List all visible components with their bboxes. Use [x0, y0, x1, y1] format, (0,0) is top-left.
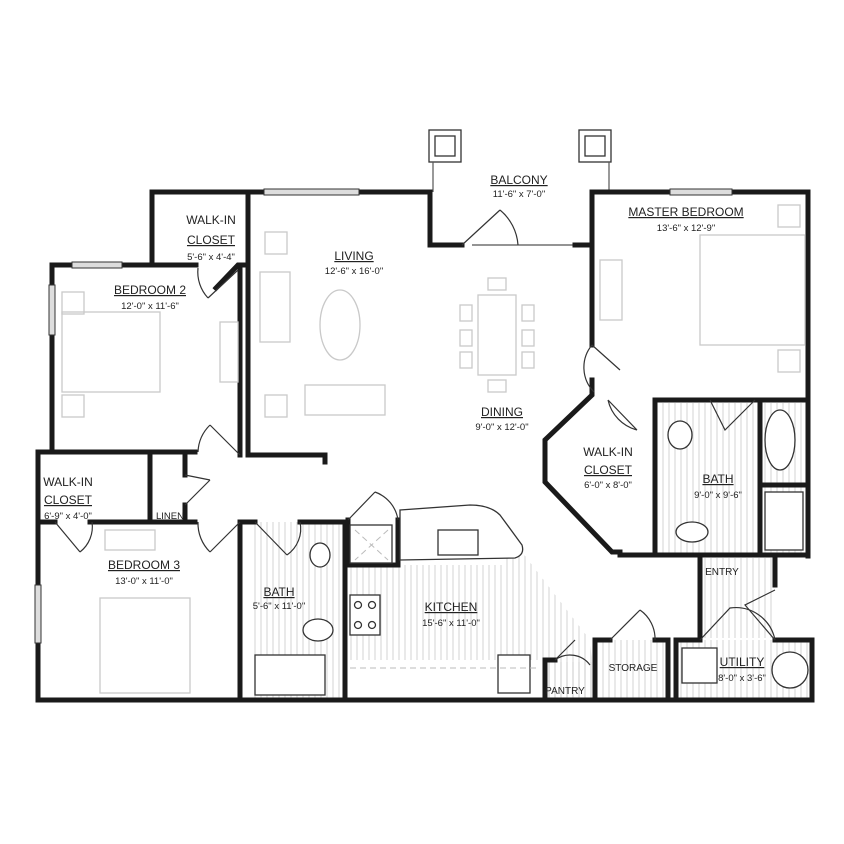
coffee-table: [319, 289, 361, 361]
washer: [771, 651, 809, 689]
walkin-closet-master-label-2: CLOSET: [584, 463, 633, 477]
bed-bedroom-2: [61, 311, 161, 393]
bed-bedroom-3: [99, 597, 191, 694]
entry-label: ENTRY: [705, 567, 739, 578]
utility-dims: 8'-0" x 3'-6": [718, 673, 766, 684]
utility-label: UTILITY: [720, 655, 765, 669]
end-table: [264, 231, 288, 255]
storage-label: STORAGE: [609, 663, 658, 674]
bedroom-2-label: BEDROOM 2: [114, 283, 186, 297]
shower: [764, 491, 804, 551]
dining-label: DINING: [481, 405, 523, 419]
walkin-closet-3-dims: 6'-9" x 4'-0": [44, 511, 92, 522]
balcony-label: BALCONY: [490, 173, 547, 187]
bath-label: BATH: [263, 585, 294, 599]
walls: [35, 189, 815, 703]
walkin-closet-master-dims: 6'-0" x 8'-0": [584, 480, 632, 491]
water-heater: [681, 647, 718, 684]
dining-table: [477, 294, 517, 376]
walkin-closet-3-label-2: CLOSET: [44, 493, 93, 507]
bedroom-2-dims: 12'-0" x 11'-6": [121, 301, 179, 312]
master-bath-label: BATH: [702, 472, 733, 486]
living-dims: 12'-6" x 16'-0": [325, 266, 383, 277]
pantry-label: PANTRY: [545, 686, 585, 697]
flooring-hatch: [250, 403, 808, 698]
master-bedroom-dims: 13'-6" x 12'-9": [657, 223, 715, 234]
refrigerator: [497, 654, 531, 694]
furniture: [61, 204, 806, 694]
doors: [54, 209, 776, 666]
living-label: LIVING: [334, 249, 373, 263]
room-labels: BALCONY 11'-6" x 7'-0" MASTER BEDROOM 13…: [43, 173, 766, 697]
sofa: [259, 271, 291, 343]
dining-dims: 9'-0" x 12'-0": [475, 422, 528, 433]
toilet: [302, 618, 334, 642]
walkin-closet-2-label-2: CLOSET: [187, 233, 236, 247]
bathtub: [254, 654, 326, 696]
walkin-closet-master-label-1: WALK-IN: [583, 445, 633, 459]
kitchen-label: KITCHEN: [425, 600, 478, 614]
bed-master: [699, 234, 806, 346]
sink: [309, 542, 331, 568]
walkin-closet-2-dims: 5'-6" x 4'-4": [187, 252, 235, 263]
fixtures: [254, 409, 809, 696]
kitchen-dims: 15'-6" x 11'-0": [422, 618, 480, 629]
balcony-dims: 11'-6" x 7'-0": [493, 189, 545, 200]
master-toilet: [675, 521, 709, 543]
walkin-closet-3-label-1: WALK-IN: [43, 475, 93, 489]
master-sink: [667, 420, 693, 450]
windows: [34, 188, 733, 644]
linen-label: LINEN: [156, 511, 184, 522]
bedroom-3-label: BEDROOM 3: [108, 558, 180, 572]
master-bath-dims: 9'-0" x 9'-6": [694, 490, 742, 501]
master-bedroom-label: MASTER BEDROOM: [628, 205, 743, 219]
bedroom-3-dims: 13'-0" x 11'-0": [115, 576, 173, 587]
range: [349, 594, 381, 636]
bath-dims: 5'-6" x 11'-0": [253, 601, 305, 612]
loveseat: [304, 384, 386, 416]
kitchen-sink: [437, 529, 479, 556]
master-tub: [764, 409, 796, 471]
balcony-structure: [428, 129, 612, 246]
walkin-closet-2-label-1: WALK-IN: [186, 213, 236, 227]
